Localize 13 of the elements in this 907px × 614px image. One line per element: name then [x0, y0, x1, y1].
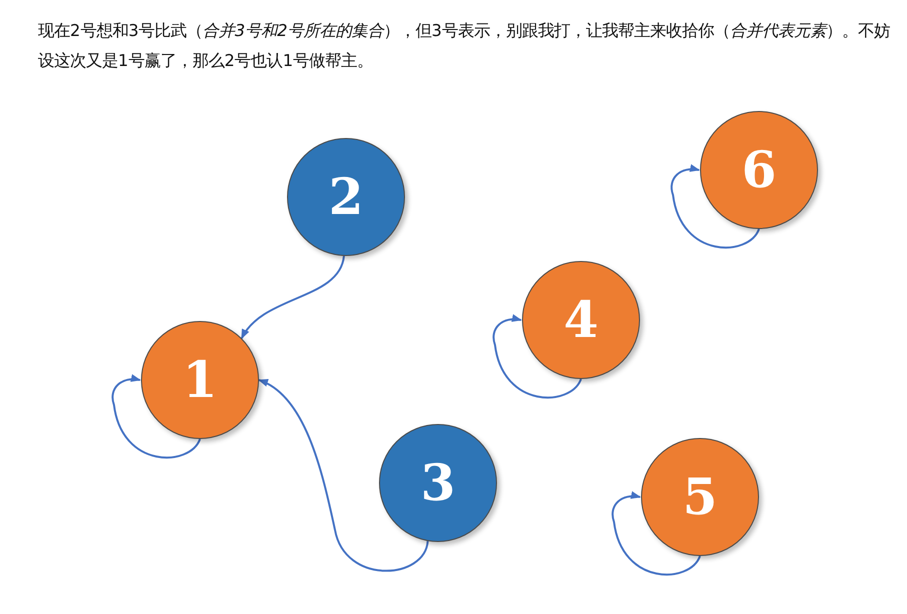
node-number: 2: [328, 172, 364, 222]
loop-arrow: [492, 314, 582, 398]
loop-arrow: [670, 164, 760, 248]
loop-arrow: [112, 374, 201, 458]
arrow: [240, 256, 345, 340]
node-number: 3: [420, 458, 456, 508]
node-number: 5: [682, 472, 718, 522]
node-number: 6: [742, 145, 776, 195]
node-number: 4: [564, 295, 598, 345]
node-number: 1: [182, 355, 218, 405]
description-text: 现在2号想和3号比武（合并3号和2号所在的集合），但3号表示，别跟我打，让我帮主来收拾你（合并代表元素）。不妨设这次又是1号赢了，那么2号也认1号做帮主。: [38, 20, 890, 72]
arrow: [258, 379, 429, 572]
loop-arrow: [612, 492, 701, 576]
